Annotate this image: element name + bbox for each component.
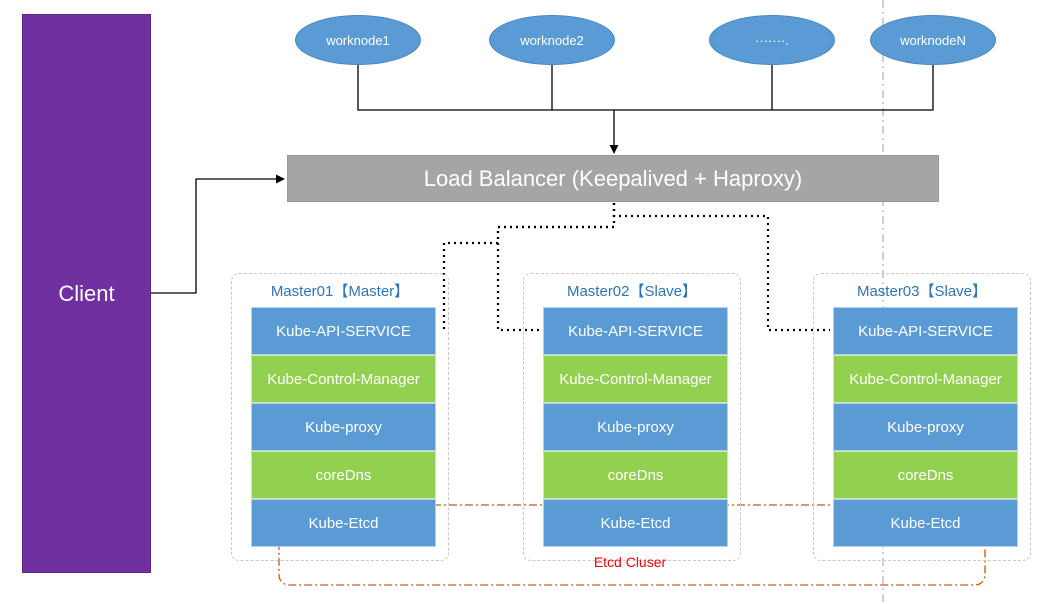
component-coredns: coreDns [251,451,436,499]
worknode-ellipsis: ·······. [709,15,835,65]
worknode-label: worknode1 [326,32,390,48]
master03-group: Master03【Slave】 Kube-API-SERVICE Kube-Co… [813,273,1031,561]
component-kube-api-service: Kube-API-SERVICE [251,307,436,355]
master-title: Master02【Slave】 [566,283,698,300]
component-kube-etcd: Kube-Etcd [543,499,728,547]
client-box: Client [22,14,151,573]
worknode-1: worknode1 [295,15,421,65]
load-balancer-label: Load Balancer (Keepalived + Haproxy) [423,165,803,191]
component-kube-control-manager: Kube-Control-Manager [543,355,728,403]
worknode-2: worknode2 [489,15,615,65]
load-balancer: Load Balancer (Keepalived + Haproxy) [287,155,939,202]
etcd-cluster-label: Etcd Cluser [593,554,667,570]
component-kube-control-manager: Kube-Control-Manager [833,355,1018,403]
component-kube-proxy: Kube-proxy [833,403,1018,451]
component-kube-etcd: Kube-Etcd [251,499,436,547]
client-label: Client [58,280,115,306]
component-kube-etcd: Kube-Etcd [833,499,1018,547]
component-kube-proxy: Kube-proxy [543,403,728,451]
master-title: Master03【Slave】 [856,283,988,300]
component-kube-proxy: Kube-proxy [251,403,436,451]
worknode-label: ·······. [755,32,789,48]
component-kube-api-service: Kube-API-SERVICE [543,307,728,355]
component-kube-control-manager: Kube-Control-Manager [251,355,436,403]
worknode-label: worknode2 [520,32,584,48]
worknode-n: worknodeN [870,15,996,65]
worknode-connector [357,65,934,111]
worknode-label: worknodeN [900,32,966,48]
master01-group: Master01【Master】 Kube-API-SERVICE Kube-C… [231,273,449,561]
component-coredns: coreDns [833,451,1018,499]
master02-group: Master02【Slave】 Kube-API-SERVICE Kube-Co… [523,273,741,561]
component-coredns: coreDns [543,451,728,499]
master-title: Master01【Master】 [270,283,410,300]
component-kube-api-service: Kube-API-SERVICE [833,307,1018,355]
